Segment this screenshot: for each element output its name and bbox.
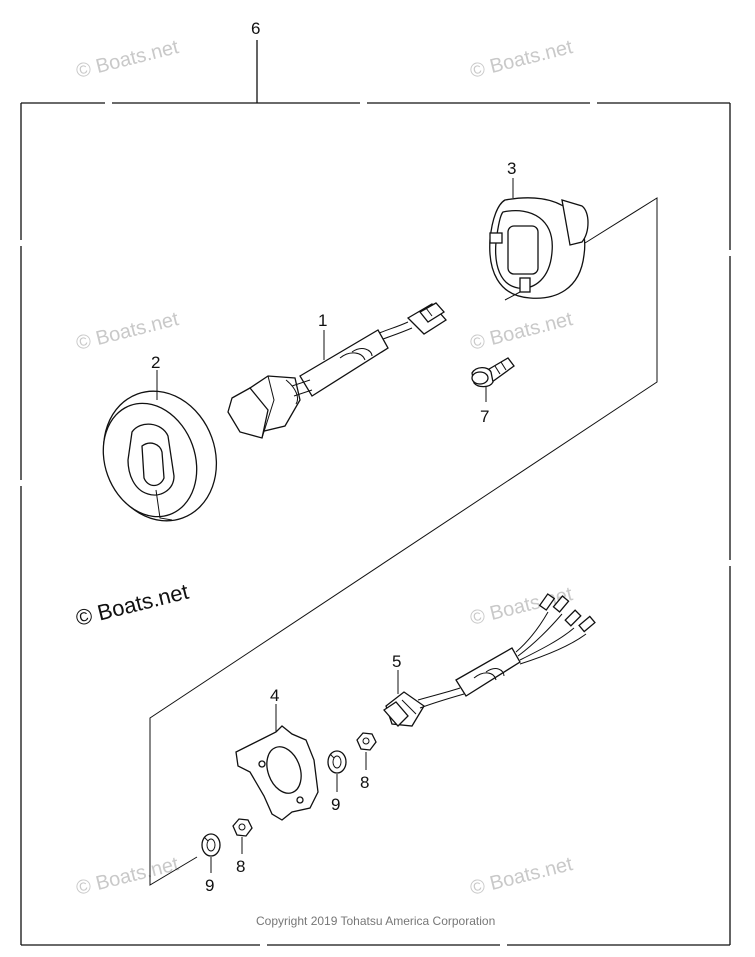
callout-6: 6 (251, 19, 260, 38)
watermark: © Boats.net (468, 36, 575, 83)
sub-assembly-outline (149, 197, 658, 886)
callout-7: 7 (480, 407, 489, 426)
callout-9: 9 (331, 795, 340, 814)
copyright-text: Copyright 2019 Tohatsu America Corporati… (256, 914, 495, 928)
screw (471, 357, 515, 388)
assembly-frame (19, 40, 732, 947)
switch-cover (102, 390, 218, 522)
callout-3: 3 (507, 159, 516, 178)
nut (232, 818, 253, 837)
callout-8: 8 (236, 857, 245, 876)
wire-harness (383, 593, 596, 727)
leader-lines (156, 178, 514, 873)
watermark-center: © Boats.net (73, 579, 191, 631)
watermark: © Boats.net (74, 308, 181, 355)
callouts: 6 3 1 2 7 5 4 8 9 8 9 (151, 19, 516, 895)
switch-housing (489, 197, 589, 301)
bracket-plate (235, 725, 319, 821)
callout-1: 1 (318, 311, 327, 330)
callout-2: 2 (151, 353, 160, 372)
callout-8: 8 (360, 773, 369, 792)
lock-washer (201, 833, 221, 857)
watermark: © Boats.net (468, 308, 575, 355)
callout-5: 5 (392, 652, 401, 671)
nut (356, 732, 377, 751)
watermark: © Boats.net (468, 853, 575, 900)
switch-with-cable (227, 302, 447, 439)
watermark: © Boats.net (74, 36, 181, 83)
callout-4: 4 (270, 686, 279, 705)
lock-washer (327, 750, 347, 774)
callout-9: 9 (205, 876, 214, 895)
